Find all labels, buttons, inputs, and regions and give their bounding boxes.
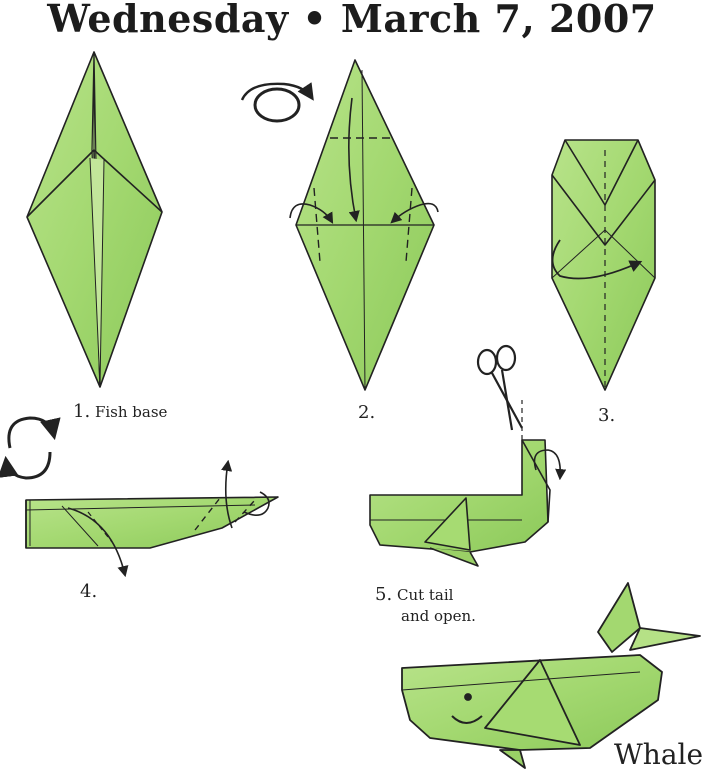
step-2-label: 2. [358,403,375,423]
result-label: Whale [614,738,704,771]
page-title: Wednesday • March 7, 2007 [47,0,657,41]
step-4-number: 4. [80,581,98,602]
step-3-label: 3. [598,406,615,426]
step-5-number: 5. [375,584,393,605]
step-5-text: Cut tail [396,586,454,604]
step-5-label-line2: and open. [401,606,476,626]
rotate-arrow-icon [0,416,61,480]
step-4-fold-diagram [25,459,279,578]
flip-over-icon [240,82,314,123]
step-4-label: 4. [80,582,97,602]
step-5-label: 5. Cut tail [375,585,453,605]
scissors-icon [476,344,523,431]
step-5-fold-diagram [369,400,567,567]
step-1-number: 1. [73,401,91,422]
step-1-label: 1. Fish base [73,402,167,422]
step-5-text-2: and open. [401,607,476,625]
step-2-fold-diagram [289,59,439,391]
step-1-text: Fish base [94,403,168,421]
step-1-fish-base [26,51,163,388]
step-3-number: 3. [598,405,616,426]
step-2-number: 2. [358,402,376,423]
whale-figure [401,582,701,769]
step-3-fold-diagram [551,139,656,391]
